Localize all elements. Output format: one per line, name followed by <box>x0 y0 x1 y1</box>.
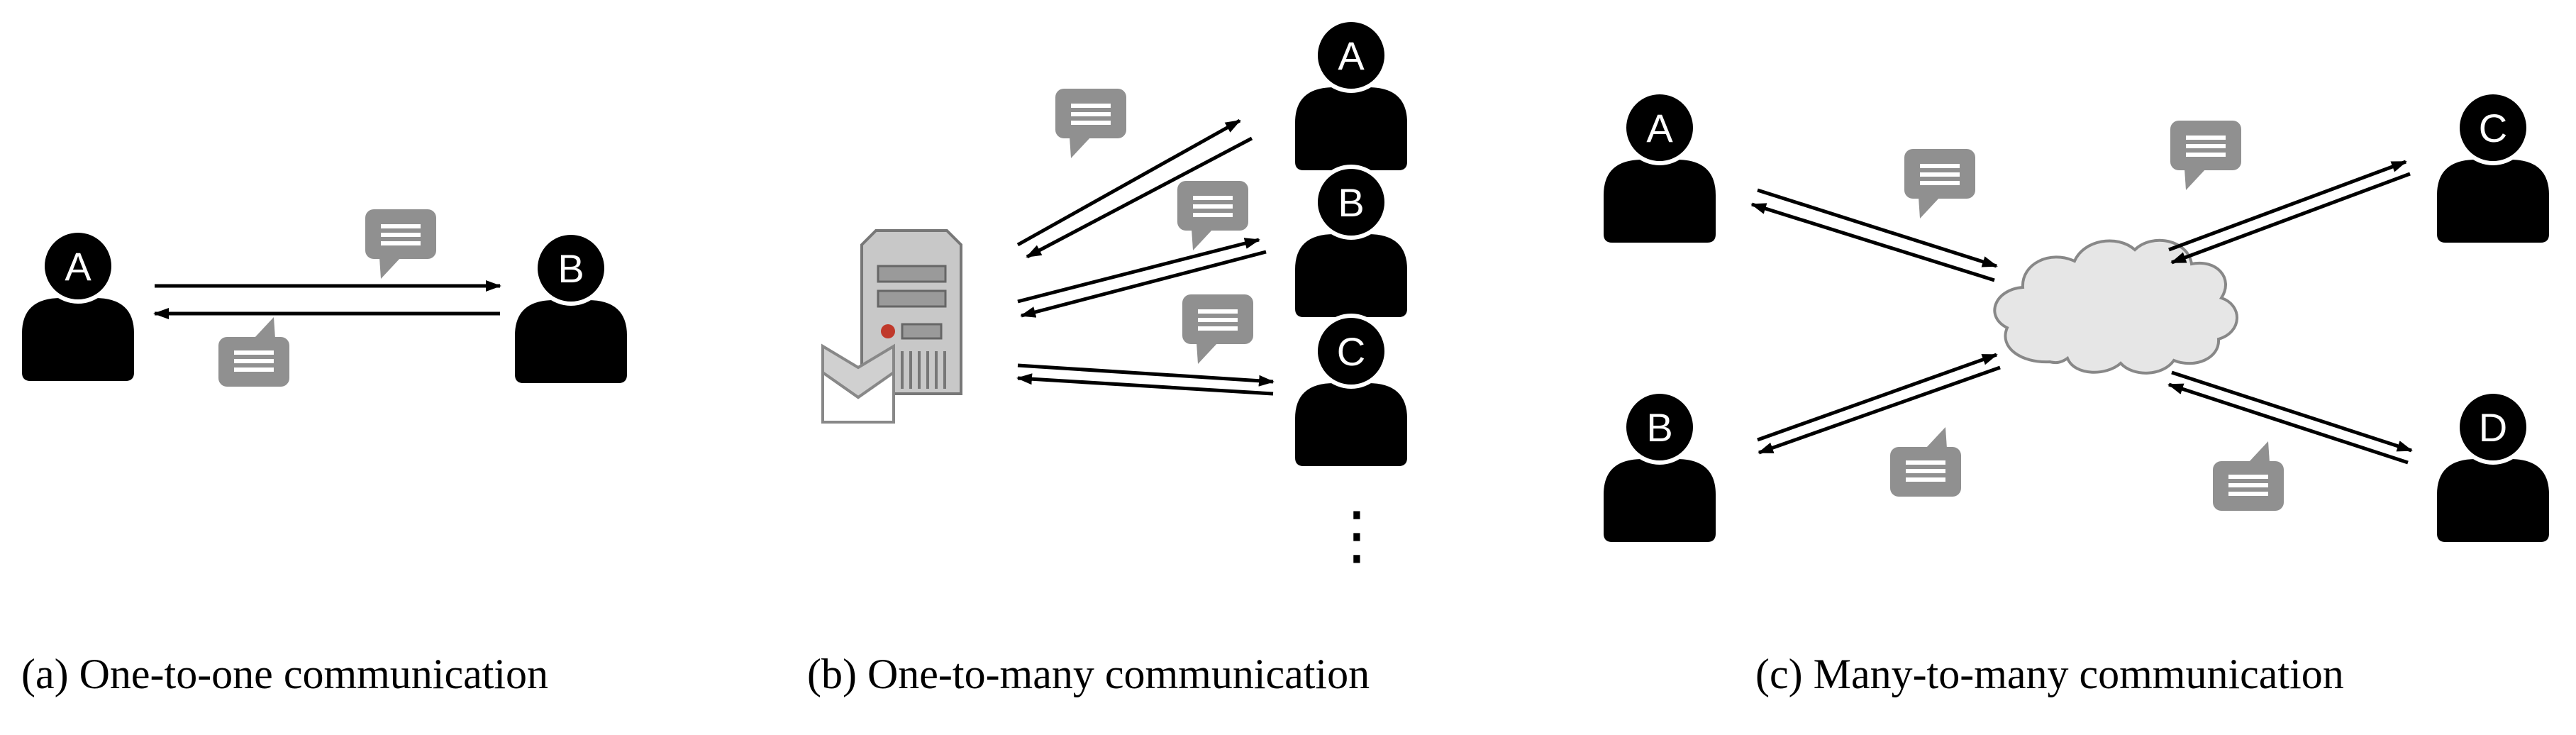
arrow-d-to-cloud <box>2167 382 2409 465</box>
arrow-b-to-cloud <box>1757 353 1998 442</box>
caption-one-to-one: (a) One-to-one communication <box>21 651 549 697</box>
user-icon-a1: A <box>22 231 134 381</box>
node-label: B <box>1646 405 1672 450</box>
arrow-a-to-server <box>1026 136 1253 259</box>
arrow-cloud-to-d <box>2171 370 2413 453</box>
chat-bubble-icon <box>1177 181 1248 250</box>
node-label: C <box>2479 106 2507 150</box>
chat-bubble-icon <box>365 209 436 279</box>
chat-bubble-icon <box>1055 89 1126 158</box>
chat-bubble-icon <box>1182 294 1253 364</box>
arrow-server-to-a <box>1016 118 1241 247</box>
arrow-b-to-server <box>1020 250 1267 318</box>
arrow-server-to-b <box>1017 238 1260 304</box>
arrow-cloud-to-a <box>1750 202 1995 282</box>
chat-bubble-icon <box>1904 149 1975 219</box>
arrow-cloud-to-b <box>1758 365 2001 455</box>
arrow-server-to-c <box>1017 363 1275 387</box>
arrow-c-to-server <box>1016 373 1274 396</box>
user-icon-a2: A <box>1295 20 1407 170</box>
node-label: A <box>1646 106 1673 150</box>
node-label: B <box>557 246 584 291</box>
node-label: C <box>1337 329 1365 374</box>
node-label: D <box>2479 405 2507 450</box>
panel-one-to-many: A B C ⋮ <box>821 20 1407 571</box>
panel-one-to-one: A B <box>22 209 627 387</box>
user-icon-b3: B <box>1604 392 1716 542</box>
user-icon-b2: B <box>1295 167 1407 317</box>
caption-many-to-many: (c) Many-to-many communication <box>1755 651 2344 697</box>
arrow-a-to-cloud <box>1757 188 1998 268</box>
arrow-cloud-to-c <box>2168 160 2407 252</box>
node-label: B <box>1338 180 1364 225</box>
chat-bubble-icon <box>2170 121 2241 190</box>
arrow-c-to-cloud <box>2170 172 2411 265</box>
panel-many-to-many: A B C D <box>1604 92 2549 542</box>
user-icon-a3: A <box>1604 92 1716 243</box>
user-icon-c3: C <box>2437 92 2549 243</box>
user-icon-d3: D <box>2437 392 2549 542</box>
chat-bubble-icon <box>2213 441 2284 511</box>
user-icon-c2: C <box>1295 316 1407 466</box>
caption-one-to-many: (b) One-to-many communication <box>807 651 1370 697</box>
chat-bubble-icon <box>1890 427 1961 497</box>
node-label: A <box>65 244 91 289</box>
more-users-ellipsis: ⋮ <box>1325 500 1389 571</box>
cloud-icon <box>1993 238 2238 375</box>
node-label: A <box>1338 33 1365 78</box>
chat-bubble-icon <box>218 317 289 387</box>
mail-server-icon <box>821 229 962 424</box>
user-icon-b1: B <box>515 233 627 383</box>
